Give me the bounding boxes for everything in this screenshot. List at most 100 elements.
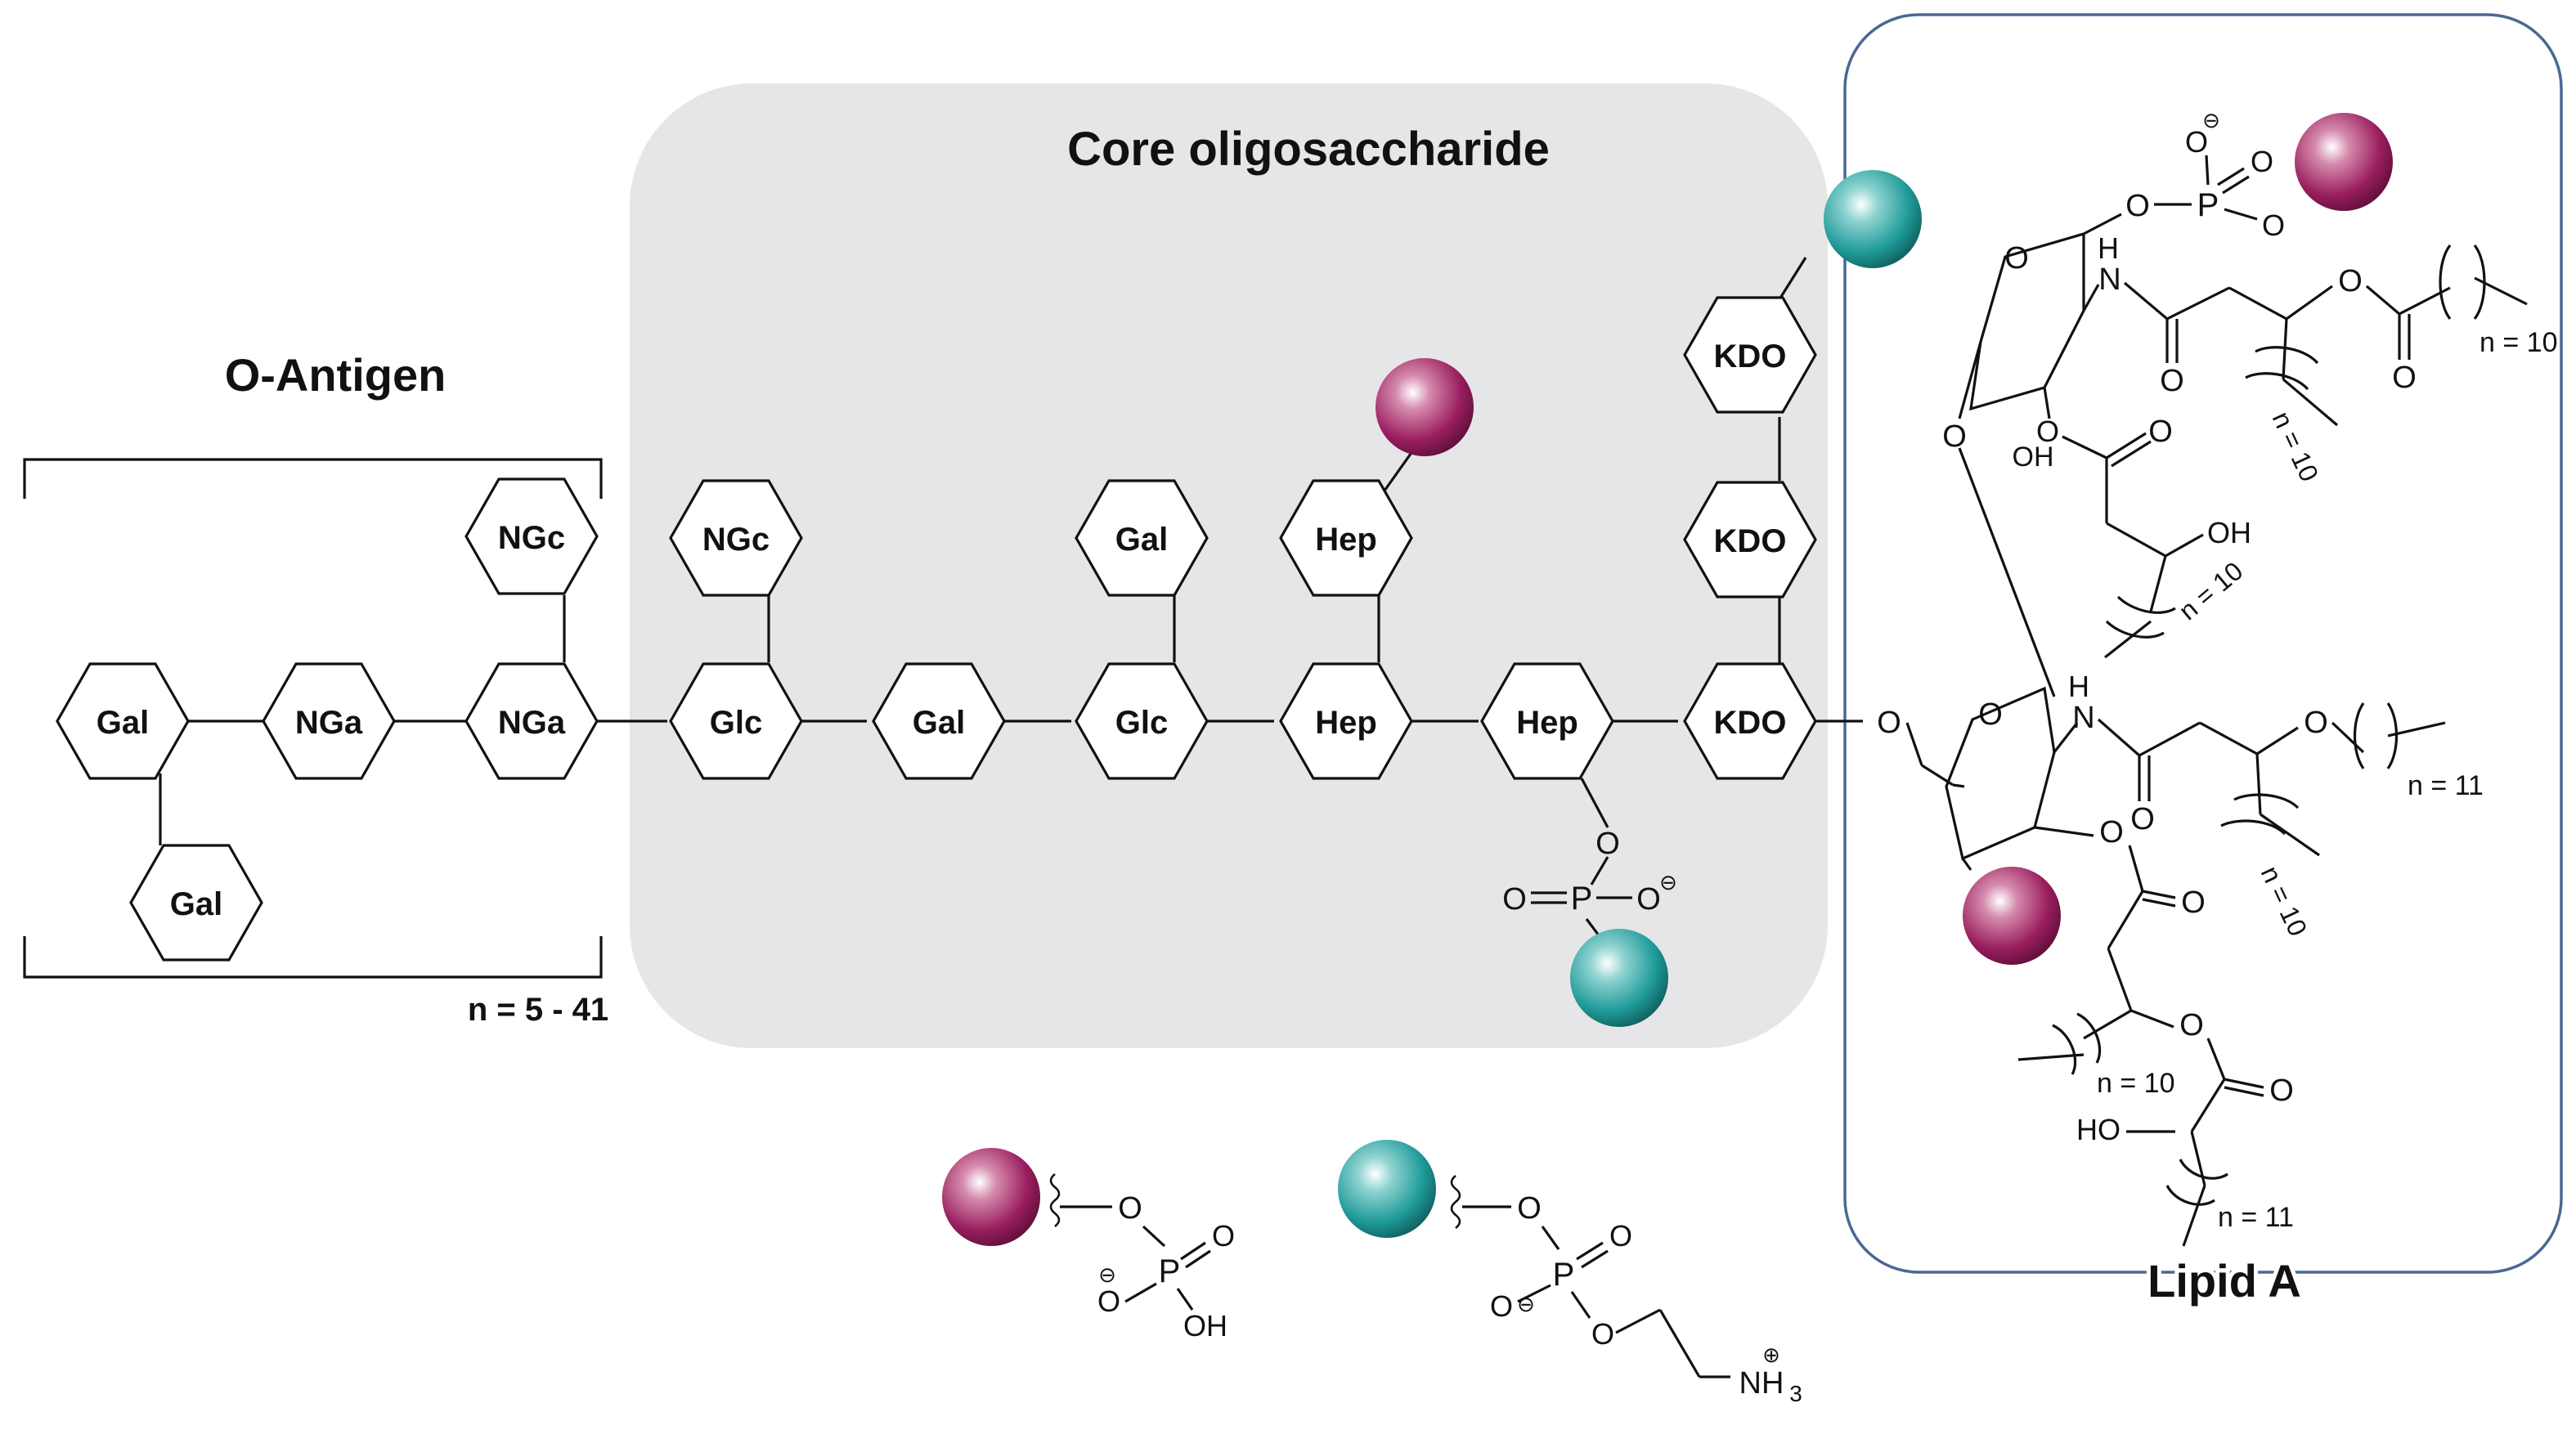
sugar-gal: Gal xyxy=(1075,479,1209,597)
svg-text:O: O xyxy=(2251,145,2273,178)
svg-text:⊖: ⊖ xyxy=(1517,1292,1535,1316)
chain-length-label: n = 10 xyxy=(2267,407,2325,486)
svg-text:O: O xyxy=(2392,361,2417,395)
svg-text:O: O xyxy=(2269,1074,2294,1108)
svg-text:O: O xyxy=(2125,189,2150,223)
legend-phosphoethanolamine: O P O O ⊖ O ⊕ NH 3 xyxy=(1338,1140,1802,1406)
svg-text:Glc: Glc xyxy=(1115,705,1168,741)
svg-text:⊖: ⊖ xyxy=(1659,870,1677,894)
glycosidic-bonds xyxy=(159,257,1863,885)
svg-text:KDO: KDO xyxy=(1714,338,1787,374)
sugar-hep: Hep xyxy=(1480,662,1614,780)
core-phosphate-group: O P O O ⊖ xyxy=(1502,827,1677,939)
sugar-kdo: KDO xyxy=(1683,662,1817,780)
lipid-a-title: Lipid A xyxy=(2147,1255,2301,1307)
sugar-kdo: KDO xyxy=(1683,481,1817,598)
svg-text:O: O xyxy=(2179,1008,2204,1042)
phosphoethanolamine-ball xyxy=(1338,1140,1436,1238)
svg-text:OH: OH xyxy=(2207,516,2251,549)
svg-text:O: O xyxy=(1502,882,1527,917)
svg-text:⊖: ⊖ xyxy=(1098,1262,1116,1287)
svg-text:N: N xyxy=(2072,701,2094,735)
sugar-ngc: NGc xyxy=(669,479,803,597)
svg-text:O: O xyxy=(2160,364,2184,398)
svg-text:O: O xyxy=(2181,885,2206,920)
wavy-bond-icon xyxy=(1450,1174,1461,1230)
svg-text:H: H xyxy=(2068,670,2089,703)
svg-text:OH: OH xyxy=(1183,1309,1227,1343)
svg-text:Hep: Hep xyxy=(1315,522,1377,558)
svg-text:O: O xyxy=(1595,827,1620,861)
core-oligosaccharide-region xyxy=(630,83,1828,1048)
svg-text:O: O xyxy=(1978,697,2003,732)
svg-text:Gal: Gal xyxy=(170,886,222,922)
svg-text:Hep: Hep xyxy=(1315,705,1377,741)
svg-text:O: O xyxy=(2036,415,2059,448)
svg-text:O: O xyxy=(2148,415,2173,449)
svg-text:O: O xyxy=(1118,1191,1142,1226)
svg-text:Gal: Gal xyxy=(913,705,965,741)
svg-text:Hep: Hep xyxy=(1516,705,1578,741)
phosphoethanolamine-ball xyxy=(1570,929,1668,1027)
svg-text:O: O xyxy=(1942,419,1967,454)
svg-text:3: 3 xyxy=(1789,1381,1802,1406)
sugar-ngc: NGc xyxy=(464,477,599,595)
svg-text:O: O xyxy=(2185,125,2208,159)
svg-text:P: P xyxy=(2197,187,2219,223)
svg-text:Gal: Gal xyxy=(1115,522,1168,558)
repeat-count-label: n = 5 - 41 xyxy=(468,992,608,1028)
svg-text:O: O xyxy=(1877,706,1901,740)
svg-text:O: O xyxy=(2304,706,2328,740)
sugar-gal: Gal xyxy=(872,662,1006,780)
phosphate-ball xyxy=(1963,867,2061,965)
chain-length-label: n = 10 xyxy=(2173,556,2248,625)
sugar-glc: Glc xyxy=(1075,662,1209,780)
sugar-nga: NGa xyxy=(464,662,599,780)
svg-text:O: O xyxy=(2004,241,2029,276)
lipid-a-region xyxy=(1843,13,2563,1274)
svg-text:NH: NH xyxy=(1739,1366,1784,1401)
svg-text:KDO: KDO xyxy=(1714,523,1787,559)
legend-phosphate: O P O O ⊖ OH xyxy=(942,1148,1235,1343)
svg-text:O: O xyxy=(1097,1284,1120,1318)
core-oligosaccharide-title: Core oligosaccharide xyxy=(1067,123,1550,176)
svg-text:NGc: NGc xyxy=(498,520,565,556)
svg-text:H: H xyxy=(2098,231,2119,265)
chain-length-label: n = 11 xyxy=(2218,1202,2294,1233)
svg-text:O: O xyxy=(1212,1219,1235,1253)
svg-text:P: P xyxy=(1571,881,1593,917)
lipid-a-structure: O O O H N O O n = 11 n = 10 xyxy=(1877,108,2557,1247)
chain-length-label: n = 10 xyxy=(2255,862,2313,941)
sugar-hep: Hep xyxy=(1279,479,1413,597)
svg-text:P: P xyxy=(1553,1257,1575,1293)
sugar-hep: Hep xyxy=(1279,662,1413,780)
chain-length-label: n = 11 xyxy=(2408,770,2484,801)
sugar-gal: Gal xyxy=(129,844,263,962)
o-antigen-repeat-bracket xyxy=(23,458,603,979)
phosphoethanolamine-ball xyxy=(1824,170,1922,268)
chain-length-label: n = 10 xyxy=(2097,1068,2174,1099)
svg-text:NGa: NGa xyxy=(498,705,566,741)
phosphate-ball xyxy=(2295,113,2393,211)
sugar-kdo: KDO xyxy=(1683,296,1817,414)
phosphate-ball xyxy=(942,1148,1040,1246)
svg-text:NGc: NGc xyxy=(702,522,770,558)
svg-text:⊖: ⊖ xyxy=(2202,108,2220,132)
svg-text:NGa: NGa xyxy=(295,705,363,741)
svg-text:KDO: KDO xyxy=(1714,705,1787,741)
phosphate-ball xyxy=(1376,358,1474,456)
svg-text:O: O xyxy=(1591,1317,1614,1351)
svg-text:O: O xyxy=(1636,882,1661,917)
sugar-nga: NGa xyxy=(262,662,396,780)
svg-text:HO: HO xyxy=(2076,1113,2120,1146)
svg-text:Gal: Gal xyxy=(96,705,149,741)
svg-text:P: P xyxy=(1159,1253,1181,1289)
svg-text:O: O xyxy=(1609,1219,1632,1253)
sugar-gal: Gal xyxy=(56,662,190,780)
svg-text:N: N xyxy=(2098,262,2120,297)
svg-text:O: O xyxy=(2130,802,2155,836)
wavy-bond-icon xyxy=(1049,1172,1061,1228)
svg-text:⊕: ⊕ xyxy=(1762,1343,1780,1367)
svg-text:O: O xyxy=(2338,264,2363,298)
